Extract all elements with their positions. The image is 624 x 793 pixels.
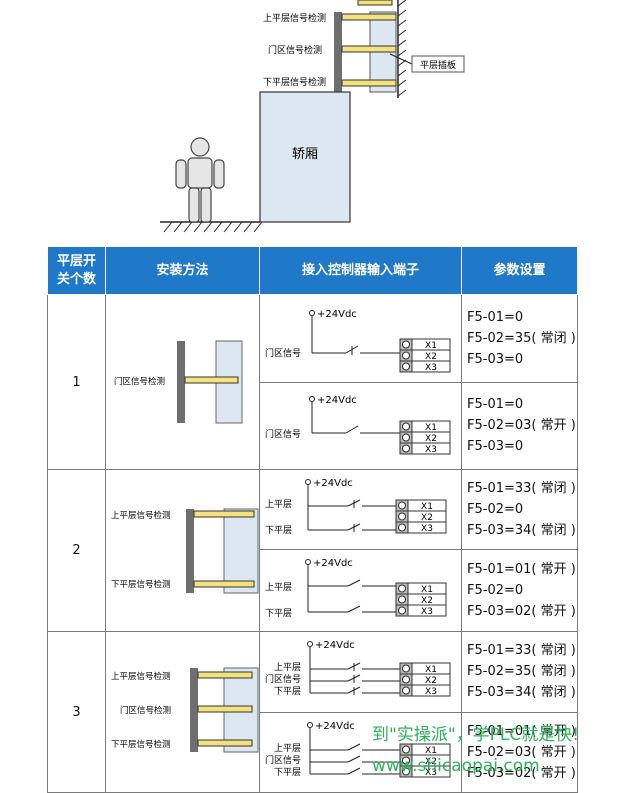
install-label: 上平层信号检测 [111, 671, 171, 682]
top-elevator-diagram: 上平层信号检测 门区信号检测 下平层信号检测 平层插板 轿厢 [160, 0, 465, 233]
top-label-upper: 上平层信号检测 [263, 12, 326, 24]
signal-label: 下平层 [274, 767, 301, 778]
install-diagram-2: 上平层信号检测 下平层信号检测 [111, 508, 259, 593]
svg-text:X2: X2 [425, 757, 437, 767]
header-count: 平层开 关个数 [47, 246, 106, 295]
wiring-diagram: +24Vdc 上平层 门区信号 下平层 X1 X2 X3 [265, 640, 451, 697]
install-label: 门区信号检测 [120, 705, 171, 716]
install-cell: 门区信号检测 [105, 294, 260, 470]
header-wiring: 接入控制器输入端子 [259, 246, 462, 295]
leveling-switch-table: 平层开 关个数 安装方法 接入控制器输入端子 参数设置 1 门区信号检测 +24… [47, 246, 578, 793]
wiring-diagram: +24Vdc 门区信号 X1 X2 X3 [265, 309, 451, 373]
watermark-line2: www.shicaopai.com [372, 756, 540, 776]
install-diagram-1: 门区信号检测 [114, 340, 243, 424]
svg-text:X2: X2 [421, 513, 433, 523]
plate-label: 平层插板 [420, 59, 456, 71]
svg-text:X1: X1 [425, 665, 437, 675]
install-label: 上平层信号检测 [111, 510, 171, 521]
person-icon [175, 137, 225, 223]
svg-text:+24Vdc: +24Vdc [315, 640, 355, 651]
param-cell: F5-01=01( 常开 ) F5-02=0 F5-03=02( 常开 ) [461, 549, 578, 632]
svg-text:X2: X2 [425, 434, 437, 444]
svg-text:X2: X2 [425, 676, 437, 686]
svg-text:X3: X3 [425, 768, 437, 778]
wiring-cell: +24Vdc 门区信号 X1 X2 X3 [259, 294, 462, 383]
top-label-lower: 下平层信号检测 [263, 76, 326, 88]
signal-label: 下平层 [274, 686, 301, 697]
header-install: 安装方法 [105, 246, 260, 295]
wiring-diagram: +24Vdc 上平层 门区信号 下平层 X1 X2 X3 [265, 721, 451, 778]
signal-label: 上平层 [274, 743, 301, 754]
svg-text:X3: X3 [425, 363, 437, 373]
install-label: 下平层信号检测 [111, 579, 171, 590]
svg-text:X3: X3 [425, 687, 437, 697]
header-params: 参数设置 [461, 246, 578, 295]
signal-label: 门区信号 [265, 428, 301, 440]
svg-text:X3: X3 [421, 607, 433, 617]
svg-text:X1: X1 [421, 502, 433, 512]
signal-label: 门区信号 [265, 673, 301, 685]
param-cell: F5-01=0 F5-02=03( 常开 ) F5-03=0 [461, 381, 578, 470]
signal-label: 下平层 [265, 525, 292, 536]
svg-text:X1: X1 [425, 746, 437, 756]
svg-text:X1: X1 [421, 585, 433, 595]
signal-label: 上平层 [274, 662, 301, 673]
install-label: 下平层信号检测 [111, 739, 171, 750]
signal-label: 下平层 [265, 608, 292, 619]
count-cell: 1 [47, 294, 106, 470]
signal-label: 门区信号 [265, 754, 301, 766]
install-cell: 上平层信号检测 下平层信号检测 [105, 469, 260, 632]
param-cell: F5-01=01( 常开 ) F5-02=03( 常开 ) F5-03=02( … [461, 711, 578, 793]
svg-text:X2: X2 [421, 596, 433, 606]
svg-text:X3: X3 [425, 445, 437, 455]
svg-text:+24Vdc: +24Vdc [317, 309, 357, 320]
wiring-diagram: +24Vdc 上平层 下平层 X1 X2 X3 [265, 478, 447, 536]
wiring-diagram: +24Vdc 门区信号 X1 X2 X3 [265, 395, 451, 455]
svg-text:X1: X1 [425, 423, 437, 433]
wiring-cell: +24Vdc 上平层 门区信号 下平层 X1 X2 X3 [259, 631, 462, 713]
svg-text:+24Vdc: +24Vdc [313, 478, 353, 489]
watermark-line1: 到"实操派"，学PLC就是快! [372, 725, 580, 745]
install-cell: 上平层信号检测 门区信号检测 下平层信号检测 [105, 631, 260, 793]
param-cell: F5-01=0 F5-02=35( 常闭 ) F5-03=0 [461, 294, 578, 383]
car-label: 轿厢 [292, 147, 318, 162]
signal-label: 上平层 [265, 582, 292, 593]
count-cell: 2 [47, 469, 106, 632]
wiring-cell: +24Vdc 上平层 门区信号 下平层 X1 X2 X3 [259, 711, 462, 793]
svg-text:+24Vdc: +24Vdc [315, 721, 355, 732]
wiring-cell: +24Vdc 门区信号 X1 X2 X3 [259, 381, 462, 470]
signal-label: 上平层 [265, 499, 292, 510]
wiring-diagram: +24Vdc 上平层 下平层 X1 X2 X3 [265, 558, 447, 619]
svg-text:X3: X3 [421, 524, 433, 534]
param-cell: F5-01=33( 常闭 ) F5-02=35( 常闭 ) F5-03=34( … [461, 631, 578, 713]
install-diagram-3: 上平层信号检测 门区信号检测 下平层信号检测 [111, 667, 259, 753]
signal-label: 门区信号 [265, 347, 301, 359]
svg-text:X1: X1 [425, 341, 437, 351]
count-cell: 3 [47, 631, 106, 793]
top-label-door: 门区信号检测 [268, 44, 322, 56]
svg-text:X2: X2 [425, 352, 437, 362]
install-label: 门区信号检测 [114, 376, 165, 387]
param-cell: F5-01=33( 常闭 ) F5-02=0 F5-03=34( 常闭 ) [461, 469, 578, 550]
wiring-cell: +24Vdc 上平层 下平层 X1 X2 X3 [259, 469, 462, 550]
wiring-cell: +24Vdc 上平层 下平层 X1 X2 X3 [259, 549, 462, 632]
svg-text:+24Vdc: +24Vdc [313, 558, 353, 569]
svg-text:+24Vdc: +24Vdc [317, 395, 357, 406]
